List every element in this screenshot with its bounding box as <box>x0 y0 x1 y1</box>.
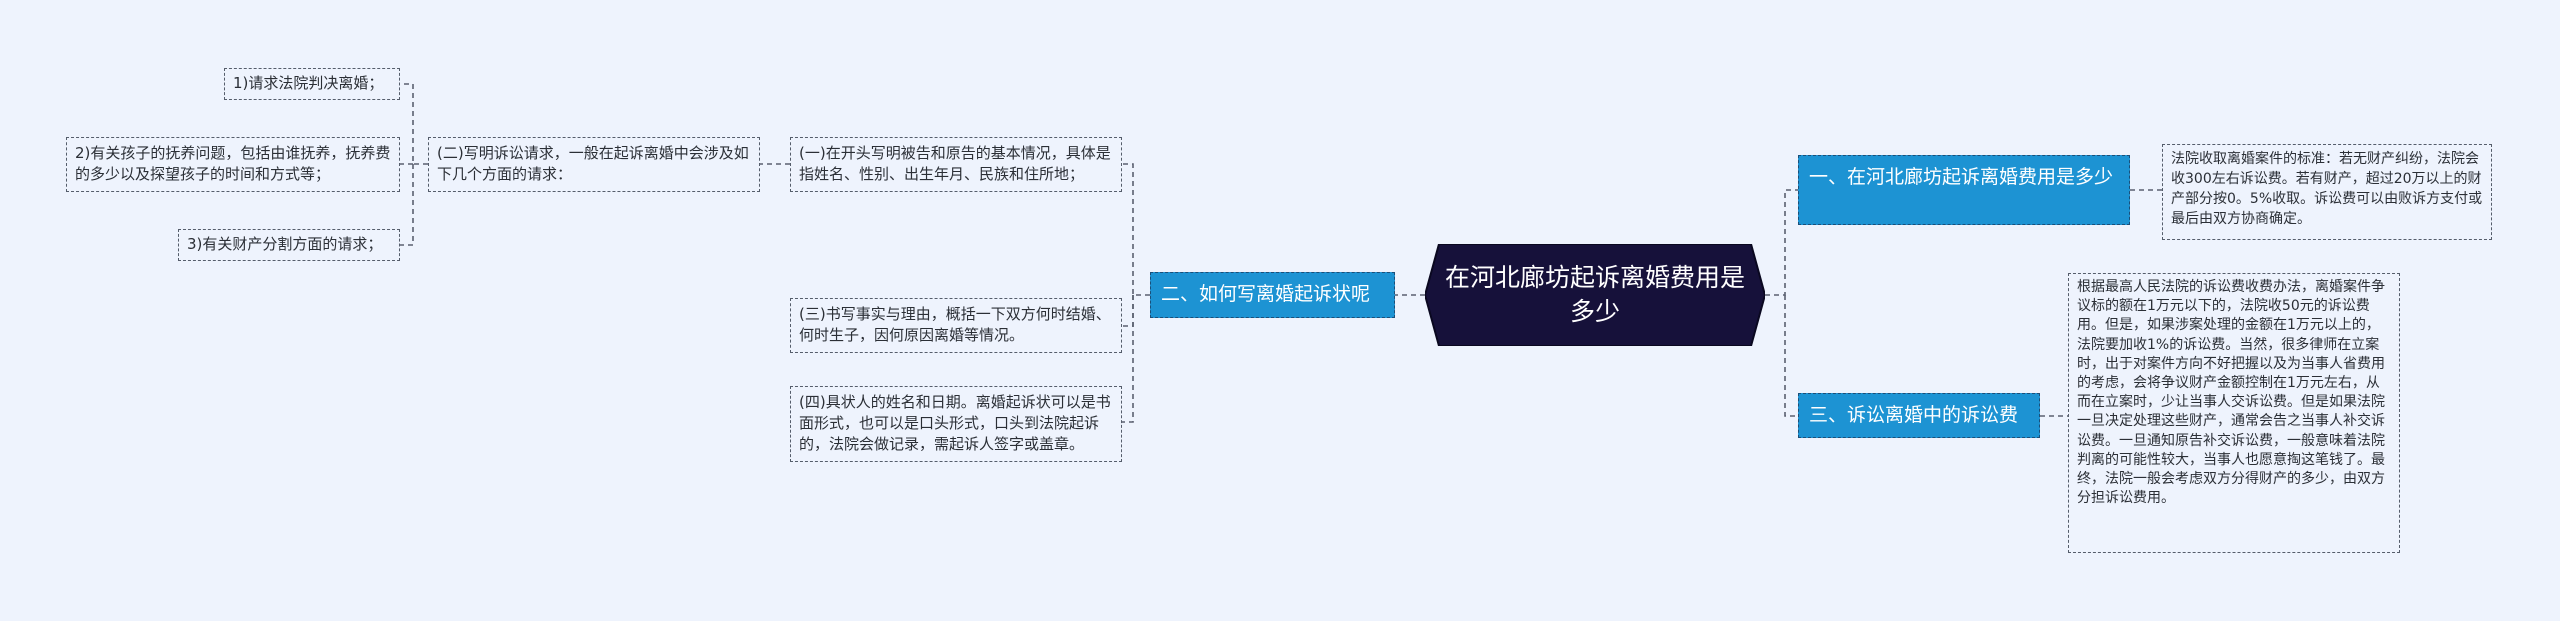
leaf-claim-property[interactable]: 3)有关财产分割方面的请求； <box>178 229 400 261</box>
root-hexagon-shape <box>1425 244 1765 346</box>
leaf-fee-standard[interactable]: 法院收取离婚案件的标准：若无财产纠纷，法院会收300左右诉讼费。若有财产，超过2… <box>2162 144 2492 240</box>
branch-how-to-write-complaint[interactable]: 二、如何写离婚起诉状呢 <box>1150 272 1395 318</box>
leaf-litigation-fee-detail[interactable]: 根据最高人民法院的诉讼费收费办法，离婚案件争议标的额在1万元以下的，法院收50元… <box>2068 273 2400 553</box>
root-title: 在河北廊坊起诉离婚费用是多少 <box>1445 263 1746 326</box>
branch-fee-overview[interactable]: 一、在河北廊坊起诉离婚费用是多少 <box>1798 155 2130 225</box>
branch-litigation-fee[interactable]: 三、诉讼离婚中的诉讼费 <box>1798 393 2040 438</box>
leaf-claim-child-custody[interactable]: 2)有关孩子的抚养问题，包括由谁抚养，抚养费的多少以及探望孩子的时间和方式等； <box>66 137 400 192</box>
leaf-item-2-claims[interactable]: (二)写明诉讼请求，一般在起诉离婚中会涉及如下几个方面的请求： <box>428 137 760 192</box>
leaf-item-1-basic-info[interactable]: (一)在开头写明被告和原告的基本情况，具体是指姓名、性别、出生年月、民族和住所地… <box>790 137 1122 192</box>
root-node[interactable]: 在河北廊坊起诉离婚费用是多少 <box>1425 244 1765 346</box>
leaf-claim-divorce[interactable]: 1)请求法院判决离婚； <box>224 68 400 100</box>
leaf-item-3-facts[interactable]: (三)书写事实与理由，概括一下双方何时结婚、何时生子，因何原因离婚等情况。 <box>790 298 1122 353</box>
leaf-item-4-signature[interactable]: (四)具状人的姓名和日期。离婚起诉状可以是书面形式，也可以是口头形式，口头到法院… <box>790 386 1122 462</box>
